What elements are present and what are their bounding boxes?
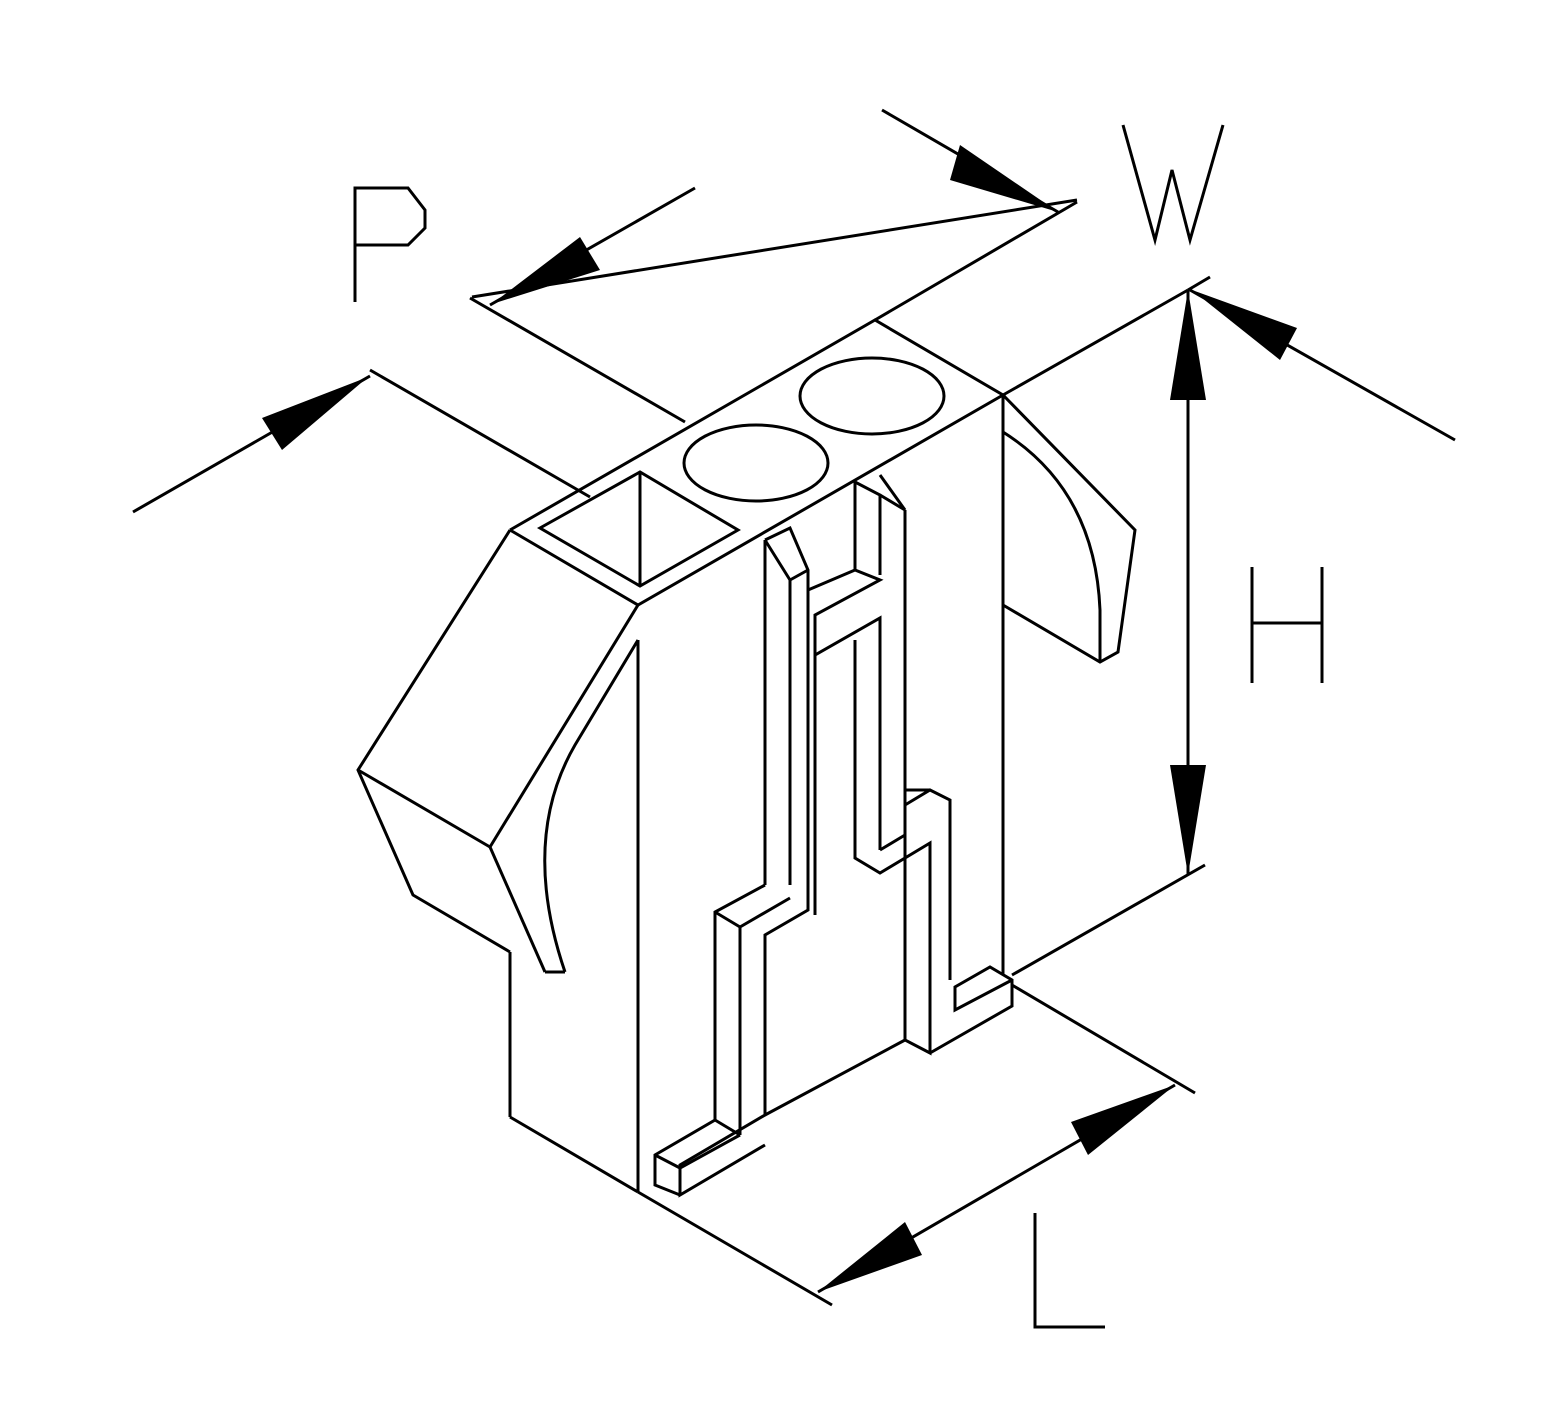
left-latch — [356, 529, 640, 974]
round-hole-1 — [682, 423, 830, 503]
top-face — [509, 288, 1189, 607]
label-l-glyph — [1033, 1213, 1105, 1329]
right-base-edge — [1011, 863, 1206, 977]
terminal-slot-2 — [807, 474, 1014, 1056]
square-cavity — [536, 470, 741, 588]
terminal-slot-1 — [653, 525, 906, 1198]
dimension-l — [817, 983, 1196, 1294]
dimension-p — [132, 186, 696, 514]
dimension-h — [1170, 275, 1211, 875]
dimension-w — [471, 108, 1456, 442]
label-h-glyph — [1250, 567, 1324, 683]
round-hole-2 — [798, 356, 946, 436]
label-p-glyph — [353, 186, 427, 302]
label-w-glyph — [1121, 124, 1225, 246]
right-latch — [1001, 393, 1137, 975]
housing-body — [508, 640, 833, 1307]
